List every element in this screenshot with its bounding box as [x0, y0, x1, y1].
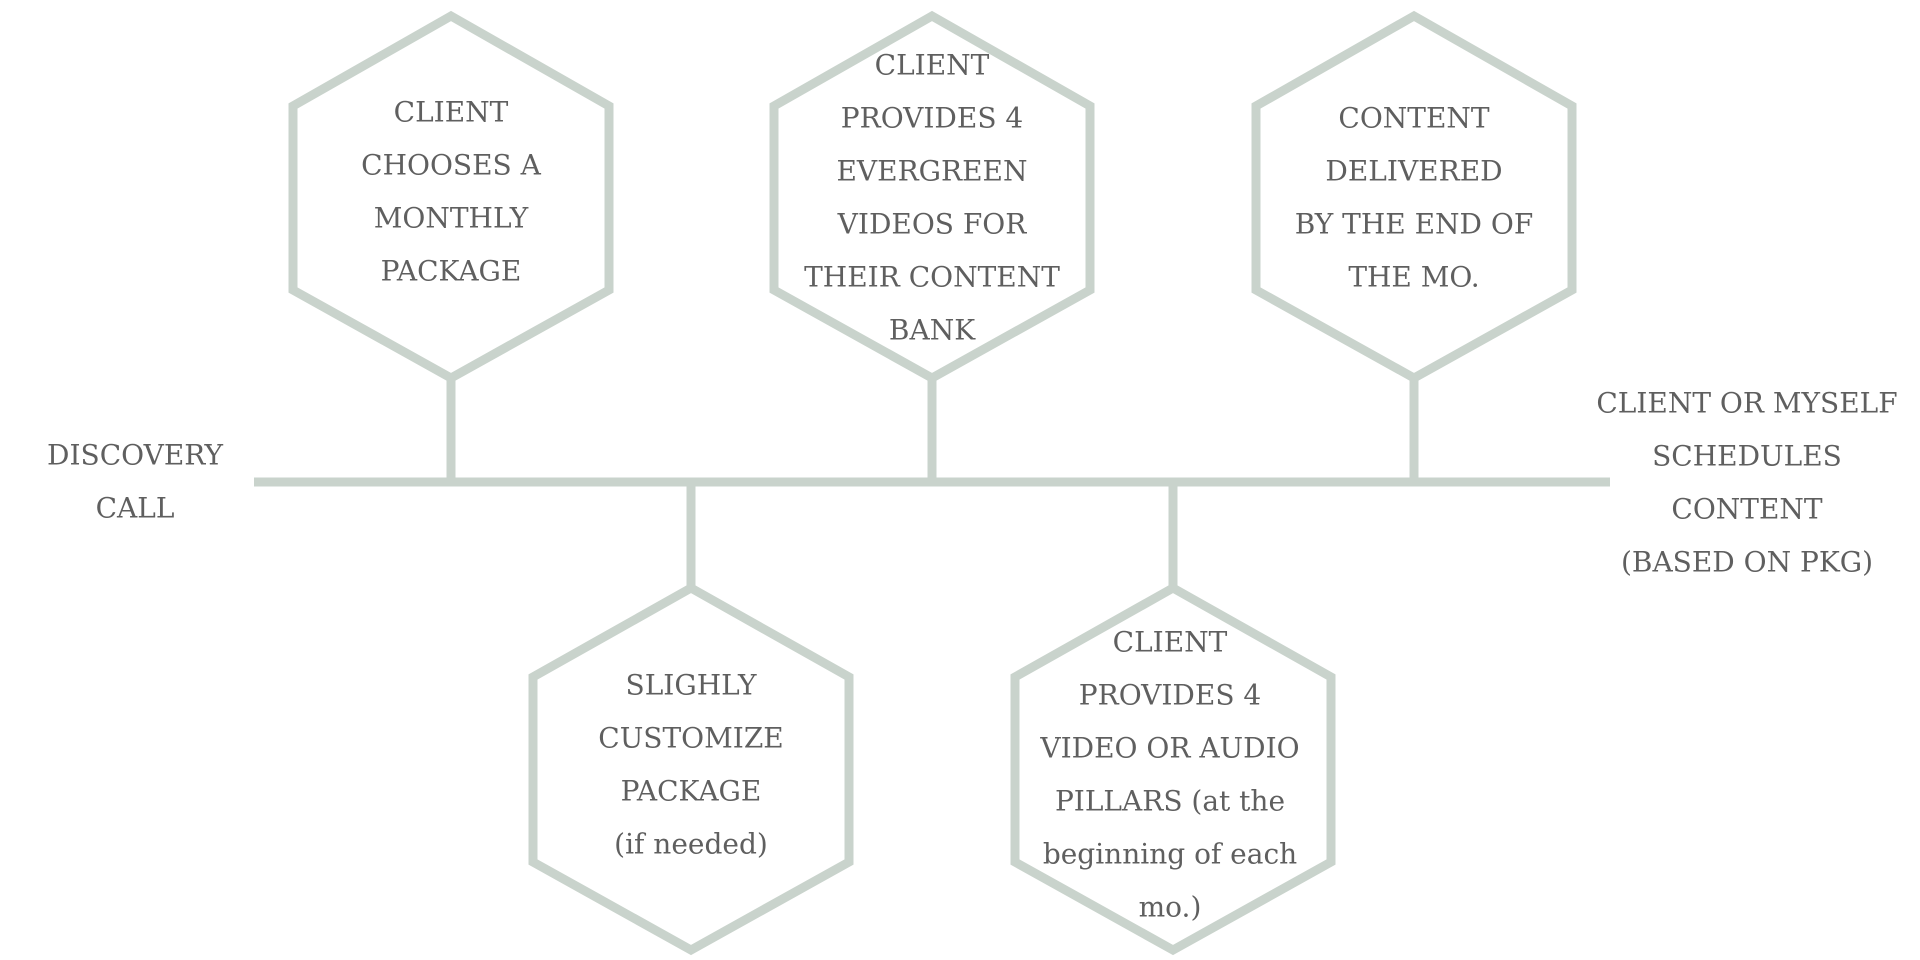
step-label-bottom-2-line: beginning of each — [1043, 837, 1297, 870]
step-label-bottom-1-line: CUSTOMIZE — [598, 721, 783, 754]
end-label-line: CLIENT OR MYSELF — [1596, 386, 1897, 419]
step-label-top-3: CONTENT DELIVERED BY THE END OF THE MO. — [1295, 101, 1534, 293]
step-label-top-2-line: THEIR CONTENT — [804, 260, 1060, 293]
step-label-top-3-line: THE MO. — [1348, 260, 1479, 293]
end-label-line: (BASED ON PKG) — [1621, 545, 1873, 578]
step-label-bottom-2: CLIENT PROVIDES 4 VIDEO OR AUDIO PILLARS (a… — [1039, 625, 1299, 923]
step-label-bottom-2-line: PILLARS (at the — [1055, 784, 1285, 817]
step-label-bottom-1: SLIGHLY CUSTOMIZE PACKAGE (if needed) — [598, 668, 783, 860]
step-label-top-3-line: BY THE END OF — [1295, 207, 1534, 240]
step-label-bottom-1-line: PACKAGE — [621, 774, 762, 807]
step-hexagon-bottom-1 — [528, 582, 854, 956]
step-label-bottom-1-line: SLIGHLY — [626, 668, 757, 701]
step-hexagon-top-3 — [1251, 10, 1577, 384]
step-label-bottom-2-line: PROVIDES 4 — [1079, 678, 1261, 711]
start-label-line: DISCOVERY — [47, 438, 223, 471]
start-label: DISCOVERY CALL — [47, 438, 223, 524]
step-label-top-2-line: CLIENT — [875, 48, 990, 81]
step-label-top-3-line: CONTENT — [1338, 101, 1489, 134]
step-label-top-2-line: BANK — [889, 313, 976, 346]
step-label-top-2-line: EVERGREEN — [836, 154, 1027, 187]
step-label-top-1-line: CHOOSES A — [361, 148, 541, 181]
step-label-bottom-1-line: (if needed) — [614, 827, 768, 860]
step-label-top-1-line: MONTHLY — [374, 201, 529, 234]
step-label-top-2: CLIENT PROVIDES 4 EVERGREEN VIDEOS FOR THEIR… — [804, 48, 1060, 346]
step-hexagon-top-1 — [288, 10, 614, 384]
step-label-bottom-2-line: mo.) — [1139, 890, 1202, 923]
step-label-top-1-line: CLIENT — [394, 95, 509, 128]
step-label-top-2-line: VIDEOS FOR — [837, 207, 1028, 240]
end-label-line: SCHEDULES — [1652, 439, 1842, 472]
end-label: CLIENT OR MYSELF SCHEDULES CONTENT (BASED O… — [1596, 386, 1897, 578]
step-hexagon-bottom-2 — [1010, 582, 1336, 956]
step-label-top-2-line: PROVIDES 4 — [841, 101, 1023, 134]
step-label-top-1: CLIENT CHOOSES A MONTHLY PACKAGE — [361, 95, 541, 287]
step-label-top-3-line: DELIVERED — [1325, 154, 1502, 187]
end-label-line: CONTENT — [1671, 492, 1822, 525]
step-label-bottom-2-line: CLIENT — [1113, 625, 1228, 658]
step-label-bottom-2-line: VIDEO OR AUDIO — [1039, 731, 1299, 764]
start-label-line: CALL — [96, 491, 175, 524]
step-label-top-1-line: PACKAGE — [381, 254, 522, 287]
step-hexagon-top-2 — [769, 10, 1095, 384]
